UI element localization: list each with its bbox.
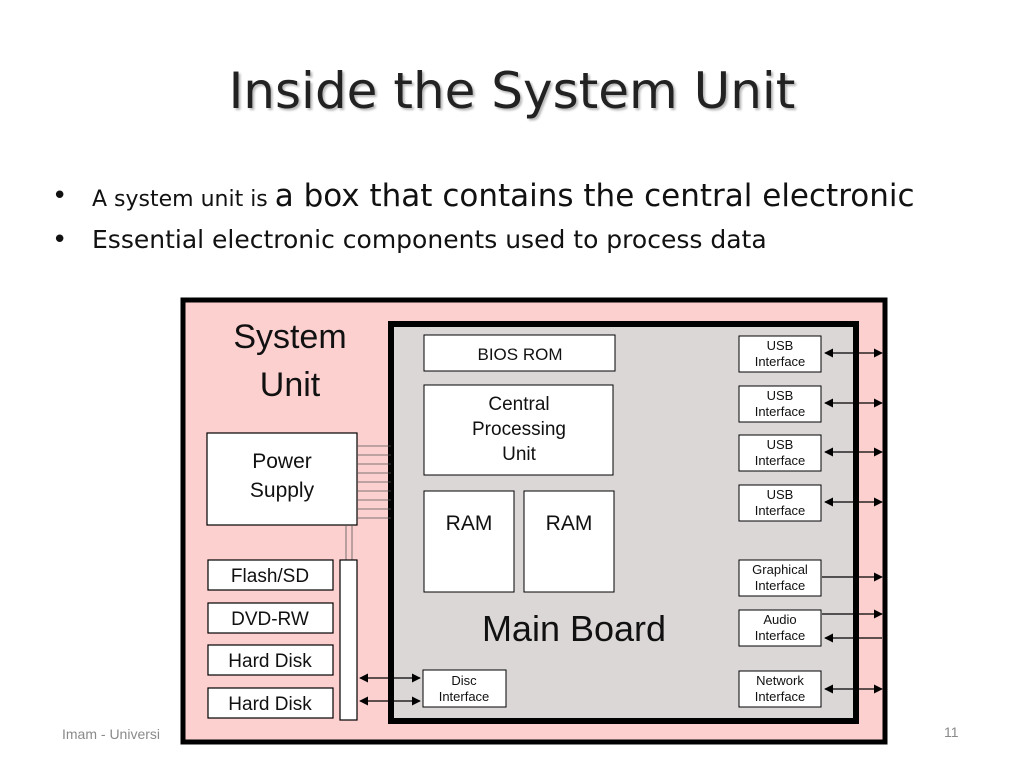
drive-label: Flash/SD bbox=[231, 566, 309, 587]
bullet-list: • A system unit is a box that contains t… bbox=[52, 176, 915, 264]
interface-label-line1: USB bbox=[767, 388, 794, 403]
drive-box bbox=[207, 559, 334, 591]
graphical-interface-box bbox=[738, 559, 822, 597]
power-supply-label-line1: Power bbox=[252, 450, 312, 473]
interface-label-line1: USB bbox=[767, 487, 794, 502]
bios-rom-box bbox=[423, 334, 616, 372]
system-unit-label-line1: System bbox=[233, 318, 346, 356]
usb-interface-box bbox=[738, 385, 822, 423]
drive-label: DVD-RW bbox=[231, 609, 309, 630]
bullet-dot-icon: • bbox=[52, 225, 68, 255]
interface-label-line2: Interface bbox=[755, 628, 806, 643]
usb-interface-box bbox=[738, 335, 822, 373]
page-number: 11 bbox=[944, 724, 959, 740]
disc-interface-label-line2: Interface bbox=[439, 689, 490, 704]
main-board-label: Main Board bbox=[482, 608, 666, 649]
ram-label: RAM bbox=[446, 512, 493, 535]
bullet-text-small: A system unit is bbox=[92, 187, 275, 212]
slide-title: Inside the System Unit bbox=[228, 62, 796, 120]
interface-label-line2: Interface bbox=[755, 404, 806, 419]
power-supply-box bbox=[206, 432, 358, 526]
bullet-item: • A system unit is a box that contains t… bbox=[52, 176, 915, 220]
usb-interface-box bbox=[738, 434, 822, 472]
interface-label-line1: Audio bbox=[763, 612, 796, 627]
disc-interface-box bbox=[422, 669, 507, 708]
drive-box bbox=[207, 602, 334, 634]
interface-label-line1: USB bbox=[767, 338, 794, 353]
drive-label: Hard Disk bbox=[228, 651, 312, 672]
drive-box bbox=[207, 687, 334, 719]
drive-box bbox=[207, 644, 334, 676]
ram-box bbox=[523, 490, 615, 593]
bullet-text: Essential electronic components used to … bbox=[92, 225, 767, 254]
interface-label-line1: USB bbox=[767, 437, 794, 452]
bullet-item: • Essential electronic components used t… bbox=[52, 220, 915, 264]
disc-interface-label-line1: Disc bbox=[451, 673, 477, 688]
interface-label-line2: Interface bbox=[755, 453, 806, 468]
interface-label-line1: Graphical bbox=[752, 562, 808, 577]
interface-label-line1: Network bbox=[756, 673, 804, 688]
cpu-label-line3: Unit bbox=[502, 444, 537, 465]
footer-text: Imam - Universi bbox=[62, 726, 161, 742]
cpu-label-line2: Processing bbox=[472, 419, 566, 440]
power-lines bbox=[345, 445, 391, 560]
interface-label-line2: Interface bbox=[755, 689, 806, 704]
bullet-text-large: a box that contains the central electron… bbox=[274, 178, 915, 214]
system-unit-label-line2: Unit bbox=[260, 366, 321, 404]
drive-bus bbox=[339, 559, 358, 721]
audio-interface-box bbox=[738, 609, 822, 647]
usb-interface-box bbox=[738, 484, 822, 522]
cpu-label-line1: Central bbox=[488, 394, 549, 415]
interface-label-line2: Interface bbox=[755, 354, 806, 369]
bullet-dot-icon: • bbox=[52, 181, 68, 211]
cpu-box bbox=[423, 384, 614, 476]
drive-label: Hard Disk bbox=[228, 694, 312, 715]
ram-label: RAM bbox=[546, 512, 593, 535]
interface-label-line2: Interface bbox=[755, 578, 806, 593]
power-supply-label-line2: Supply bbox=[250, 479, 315, 502]
interface-label-line2: Interface bbox=[755, 503, 806, 518]
network-interface-box bbox=[738, 670, 822, 708]
bios-rom-label: BIOS ROM bbox=[477, 345, 562, 364]
ram-box bbox=[423, 490, 515, 593]
